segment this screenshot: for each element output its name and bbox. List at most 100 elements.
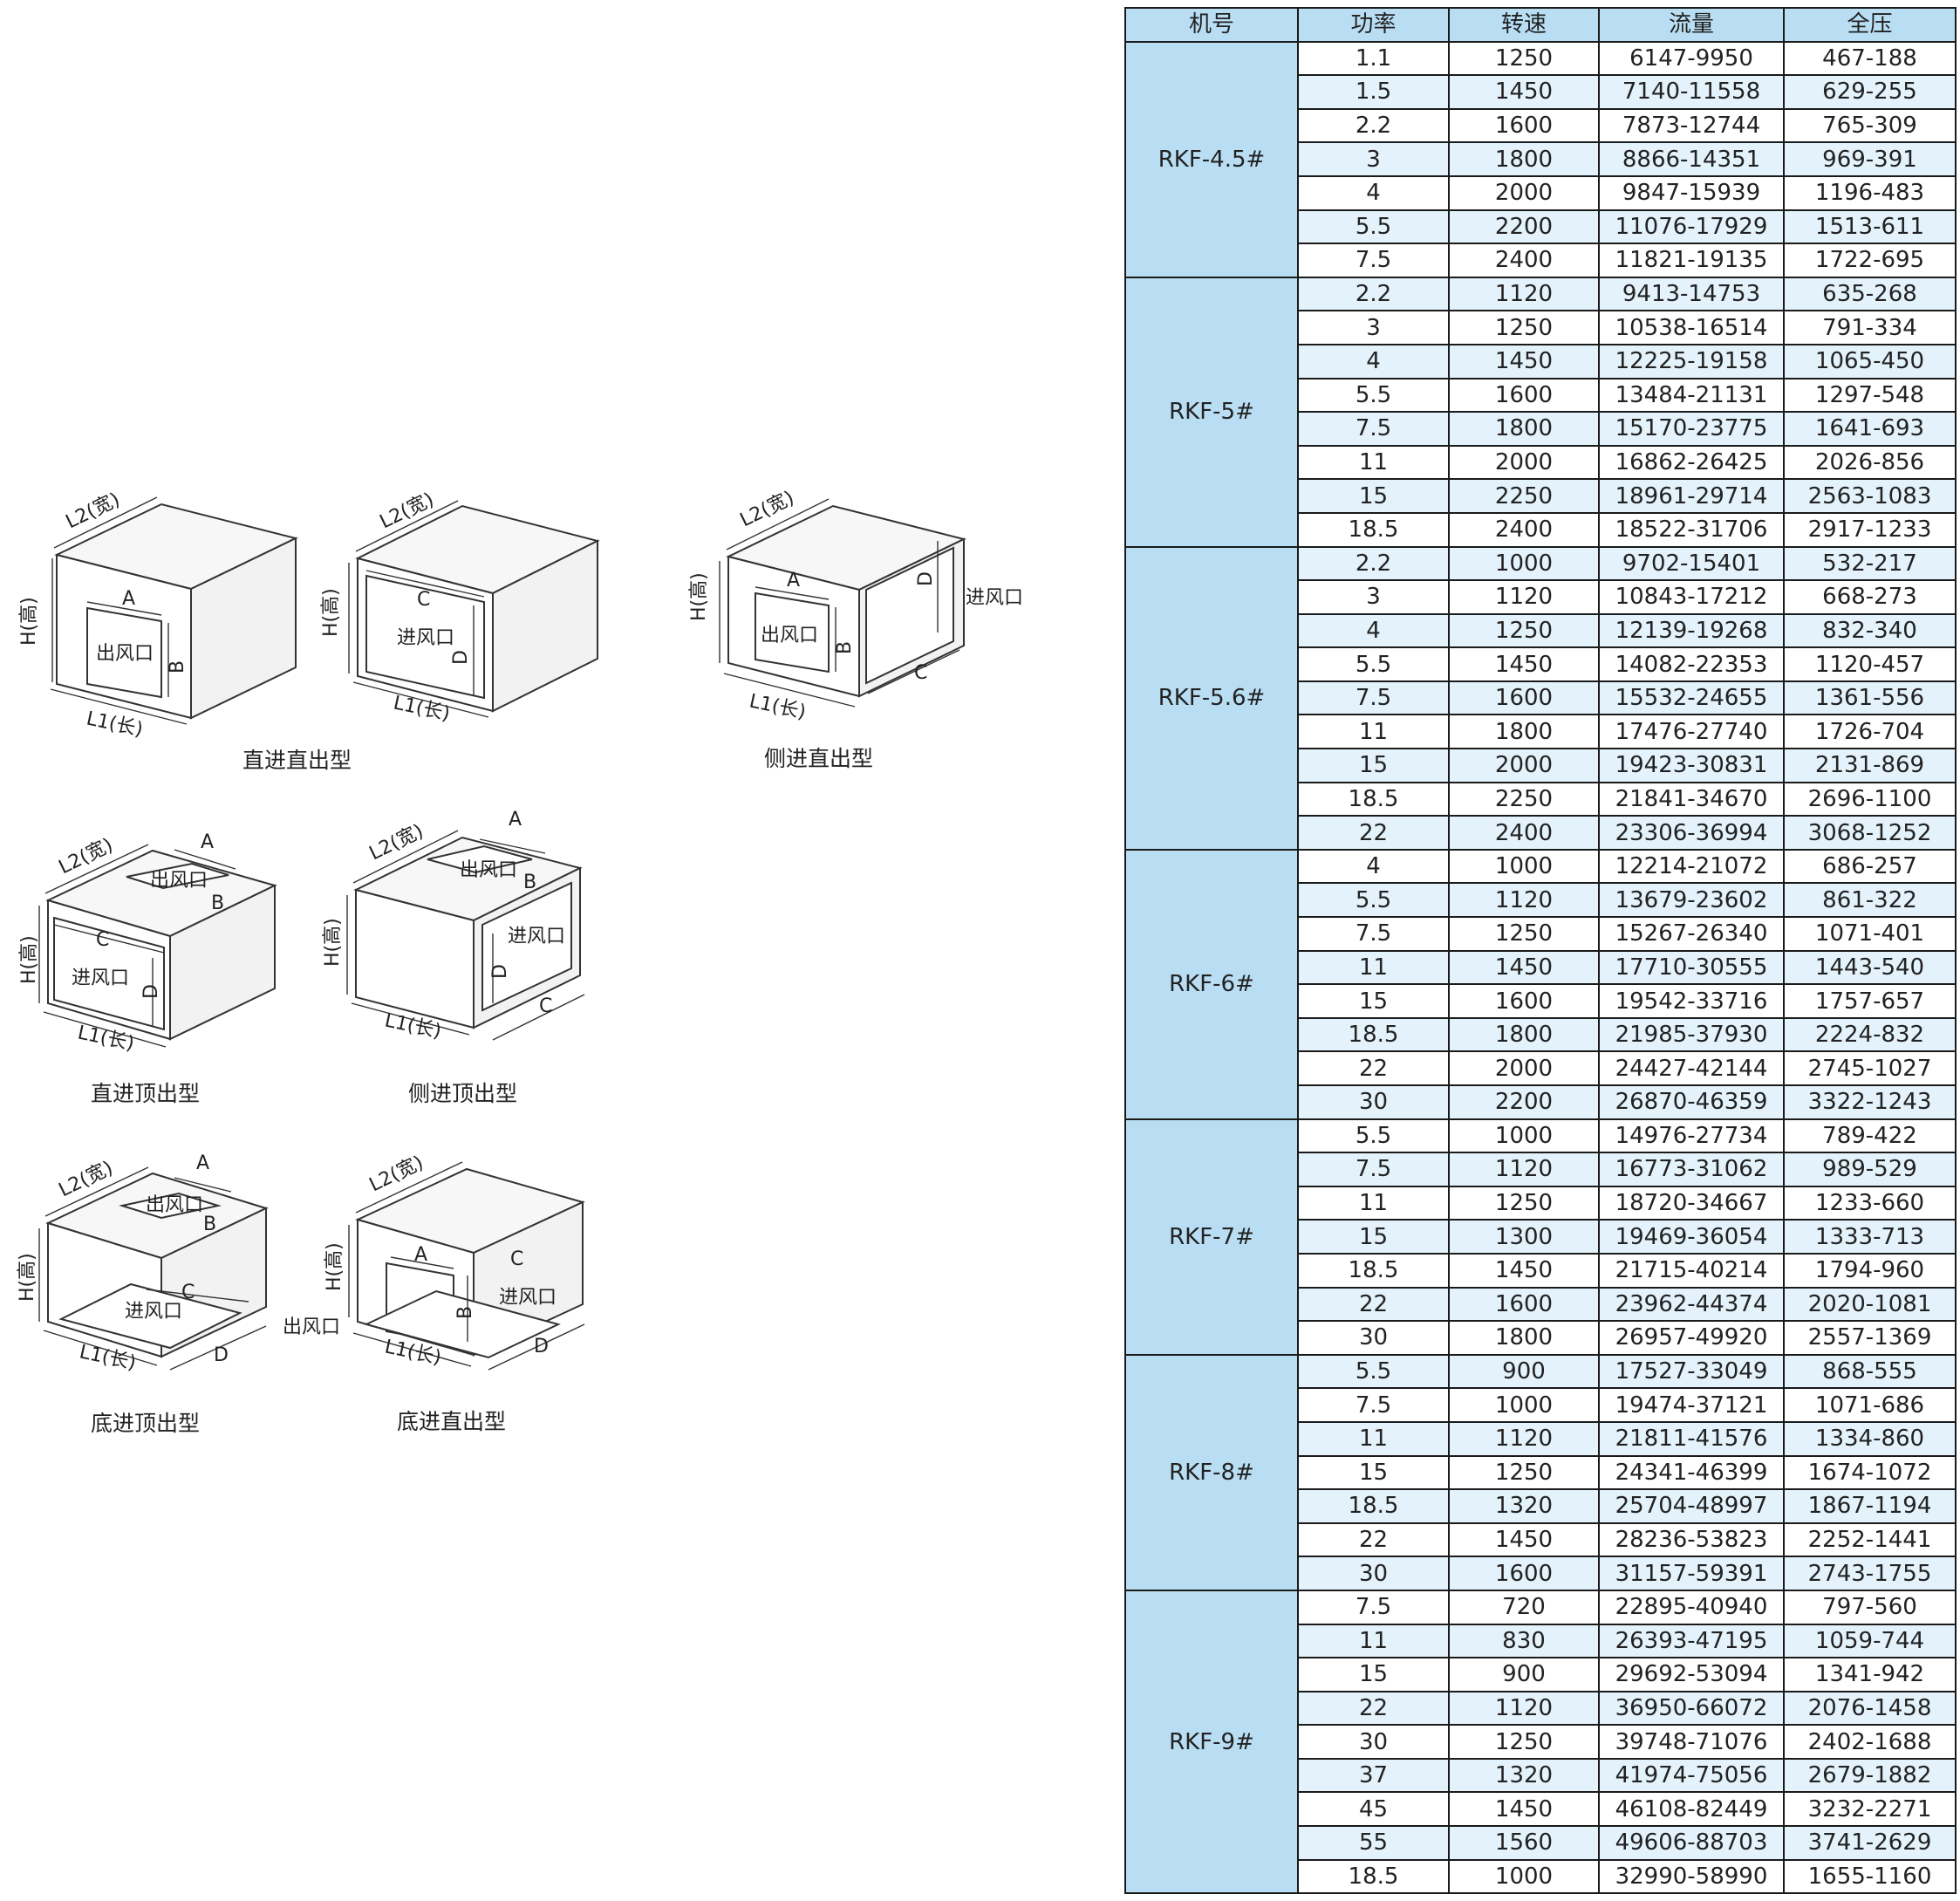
cell-airflow: 28236-53823 <box>1598 1521 1785 1558</box>
cell-total-pressure: 635-268 <box>1783 276 1957 312</box>
label-dim-c: C <box>539 995 552 1017</box>
cell-speed: 2250 <box>1448 781 1600 817</box>
label-inlet: 进风口 <box>125 1301 182 1323</box>
cell-airflow: 12225-19158 <box>1598 343 1785 380</box>
cell-power: 15 <box>1297 748 1450 783</box>
cell-power: 30 <box>1297 1724 1450 1760</box>
diagram-straight-in-straight-out: L2(宽) H(高) L1(长) 出风口 A B 直进直出型 <box>18 489 352 773</box>
cell-total-pressure: 797-560 <box>1783 1589 1957 1625</box>
label-height: H(高) <box>17 1253 38 1302</box>
cell-total-pressure: 3741-2629 <box>1783 1825 1957 1861</box>
cell-total-pressure: 1655-1160 <box>1783 1858 1957 1895</box>
cell-airflow: 14976-27734 <box>1598 1118 1785 1154</box>
cell-power: 11 <box>1297 714 1450 750</box>
cell-power: 55 <box>1297 1825 1450 1861</box>
cell-speed: 1320 <box>1448 1488 1600 1524</box>
cell-power: 3 <box>1297 141 1450 177</box>
cell-airflow: 9702-15401 <box>1598 545 1785 582</box>
cell-speed: 2200 <box>1448 209 1600 245</box>
cell-speed: 1250 <box>1448 612 1600 649</box>
cell-speed: 1120 <box>1448 1690 1600 1727</box>
cell-power: 18.5 <box>1297 781 1450 817</box>
cell-total-pressure: 2917-1233 <box>1783 511 1957 548</box>
cell-speed: 1600 <box>1448 983 1600 1019</box>
label-dim-a: A <box>201 831 214 853</box>
cell-power: 7.5 <box>1297 1387 1450 1423</box>
cell-total-pressure: 668-273 <box>1783 579 1957 615</box>
cell-airflow: 21715-40214 <box>1598 1252 1785 1289</box>
cell-speed: 1320 <box>1448 1757 1600 1794</box>
diagram-caption: 直进顶出型 <box>91 1081 200 1106</box>
cell-speed: 1300 <box>1448 1219 1600 1255</box>
cell-speed: 1800 <box>1448 411 1600 447</box>
cell-model: RKF-5# <box>1124 276 1299 548</box>
cell-total-pressure: 686-257 <box>1783 848 1957 885</box>
cell-airflow: 12214-21072 <box>1598 848 1785 885</box>
cell-power: 3 <box>1297 579 1450 615</box>
cell-total-pressure: 832-340 <box>1783 612 1957 649</box>
label-dim-d: D <box>450 650 472 665</box>
cell-airflow: 29692-53094 <box>1598 1657 1785 1692</box>
cell-airflow: 46108-82449 <box>1598 1791 1785 1828</box>
cell-model: RKF-4.5# <box>1124 40 1299 278</box>
cell-speed: 2400 <box>1448 511 1600 548</box>
cell-total-pressure: 3232-2271 <box>1783 1791 1957 1828</box>
diagram-caption: 底进直出型 <box>397 1409 506 1434</box>
cell-airflow: 21811-41576 <box>1598 1420 1785 1457</box>
cell-speed: 1450 <box>1448 74 1600 110</box>
label-dim-b: B <box>203 1214 216 1235</box>
cell-airflow: 21985-37930 <box>1598 1016 1785 1053</box>
cell-power: 22 <box>1297 1050 1450 1086</box>
cell-power: 15 <box>1297 983 1450 1019</box>
diagram-bottom-in-top-out: L2(宽) H(高) L1(长) 出风口 A B 进风口 C D 底进顶出型 <box>17 1152 269 1436</box>
cell-power: 5.5 <box>1297 646 1450 682</box>
cell-airflow: 25704-48997 <box>1598 1488 1785 1524</box>
cell-airflow: 19542-33716 <box>1598 983 1785 1019</box>
cell-airflow: 26870-46359 <box>1598 1084 1785 1120</box>
label-inlet: 进风口 <box>397 627 454 649</box>
cell-total-pressure: 467-188 <box>1783 40 1957 77</box>
label-dim-b: B <box>834 641 856 654</box>
cell-power: 18.5 <box>1297 1252 1450 1289</box>
label-outlet: 出风口 <box>283 1316 340 1338</box>
cell-power: 7.5 <box>1297 1589 1450 1625</box>
cell-speed: 1000 <box>1448 1858 1600 1895</box>
label-dim-d: D <box>489 964 511 979</box>
label-width: L2(宽) <box>366 820 427 865</box>
cell-total-pressure: 2679-1882 <box>1783 1757 1957 1794</box>
cell-airflow: 24341-46399 <box>1598 1454 1785 1491</box>
cell-speed: 1560 <box>1448 1825 1600 1861</box>
cell-power: 18.5 <box>1297 1016 1450 1053</box>
cell-total-pressure: 1513-611 <box>1783 209 1957 245</box>
cell-speed: 2000 <box>1448 748 1600 783</box>
cell-airflow: 10843-17212 <box>1598 579 1785 615</box>
cell-total-pressure: 765-309 <box>1783 107 1957 144</box>
label-inlet: 进风口 <box>508 926 565 947</box>
cell-speed: 1450 <box>1448 1521 1600 1558</box>
cell-speed: 1450 <box>1448 1252 1600 1289</box>
cell-total-pressure: 1297-548 <box>1783 377 1957 414</box>
label-dim-b: B <box>167 660 188 674</box>
label-dim-a: A <box>414 1244 427 1266</box>
cell-power: 22 <box>1297 1690 1450 1727</box>
cell-airflow: 31157-59391 <box>1598 1556 1785 1591</box>
cell-total-pressure: 2020-1081 <box>1783 1286 1957 1323</box>
cell-power: 15 <box>1297 478 1450 514</box>
cell-airflow: 49606-88703 <box>1598 1825 1785 1861</box>
cell-power: 11 <box>1297 1185 1450 1221</box>
cell-total-pressure: 2696-1100 <box>1783 781 1957 817</box>
